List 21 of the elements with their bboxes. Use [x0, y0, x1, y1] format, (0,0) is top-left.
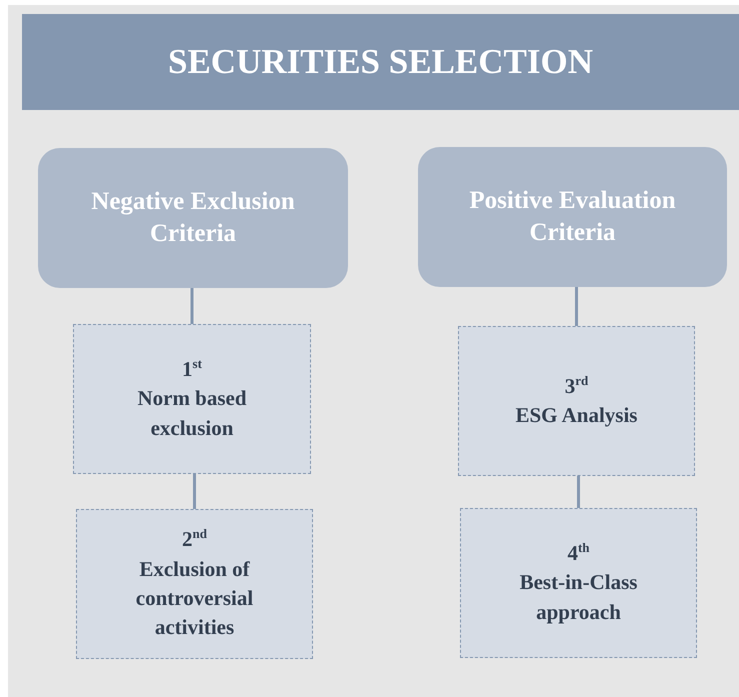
connector-line: [190, 288, 194, 324]
step-number: 3$^{rd}$: [564, 372, 588, 400]
category-box: [38, 148, 348, 288]
connector-line: [577, 476, 580, 508]
step-box: [76, 509, 313, 659]
step-box: [73, 324, 311, 474]
connector-line: [193, 474, 196, 509]
step-number: 1$^{st}$: [182, 354, 202, 383]
step-label: ESG Analysis: [516, 402, 638, 429]
step-label: Best-in-Class approach: [518, 569, 638, 626]
category-label: Positive Evaluation Criteria: [468, 186, 677, 248]
category-label: Negative Exclusion Criteria: [90, 186, 296, 249]
step-number: 2$^{nd}$: [182, 525, 207, 554]
step-number: 4$^{th}$: [567, 538, 590, 567]
step-label: Exclusion of controversial activities: [134, 556, 254, 642]
category-box: [418, 147, 727, 287]
title: SECURITIES SELECTION: [168, 42, 594, 82]
connector-line: [575, 287, 578, 326]
step-box: [460, 508, 697, 658]
step-box: [458, 326, 695, 476]
step-label: Norm based exclusion: [136, 385, 248, 442]
